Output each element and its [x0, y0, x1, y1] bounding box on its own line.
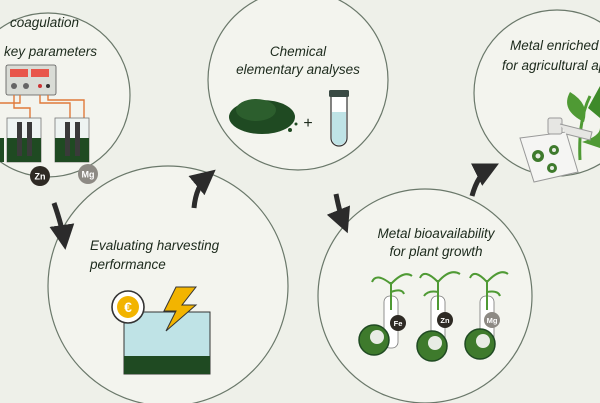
- arrow-step1-to-step2: [49, 202, 75, 250]
- tank-icon: [123, 311, 211, 375]
- zn-badge: Zn: [30, 166, 50, 186]
- step-title-line2: key parameters: [4, 44, 97, 59]
- step-title-line1: Evaluating harvesting: [90, 238, 220, 253]
- beaker-partial: [0, 138, 4, 162]
- step-title-line1: Metal enriched: [510, 38, 599, 53]
- arrow-step2-to-step3: [188, 169, 216, 209]
- arrow-step3-to-step4: [326, 193, 351, 234]
- step-circle: [47, 165, 289, 403]
- step-electrocoagulation: coagulation key parameters: [0, 12, 131, 186]
- mg-label: Mg: [82, 170, 95, 180]
- wire: [39, 95, 71, 125]
- euro-symbol: €: [124, 299, 132, 315]
- step-chemical-analyses: Chemical elementary analyses +: [207, 0, 389, 171]
- step-bioavailability: Metal bioavailability for plant growth F…: [317, 188, 533, 403]
- wire: [47, 95, 85, 125]
- step-title-line2: for plant growth: [389, 244, 482, 259]
- wire: [0, 95, 21, 104]
- spray-bottle-icon: [519, 117, 593, 183]
- flow-arrows: [49, 163, 499, 250]
- plant-tube-zn: Zn: [416, 271, 461, 362]
- step-title-line2: performance: [89, 257, 166, 272]
- step-metal-enriched: Metal enriched for agricultural ap: [473, 9, 600, 183]
- step-title-line1: Chemical: [270, 44, 327, 59]
- step-title-line1: Metal bioavailability: [377, 226, 495, 241]
- plant-leaves-icon: [567, 86, 600, 161]
- zn-label: Zn: [35, 172, 46, 182]
- algae-powder-icon: [229, 99, 298, 134]
- arrow-step4-to-step5: [469, 163, 499, 197]
- plant-tube-fe: Fe: [358, 273, 413, 356]
- mg-label-plant: Mg: [487, 316, 498, 325]
- zn-label-plant: Zn: [440, 316, 450, 325]
- euro-coin-icon: €: [111, 290, 145, 324]
- power-supply-icon: [5, 64, 57, 96]
- plus-sign: +: [303, 115, 312, 132]
- lightning-bolt-icon: [163, 286, 198, 332]
- beaker-zn: [6, 117, 42, 163]
- test-tube-icon: [329, 90, 349, 147]
- step-circle: [207, 0, 389, 171]
- plant-tube-mg: Mg: [464, 271, 509, 360]
- step-title-line2: elementary analyses: [236, 62, 360, 77]
- step-title-line2: for agricultural ap: [502, 58, 600, 73]
- wire: [13, 95, 31, 125]
- mg-badge: Mg: [78, 164, 98, 184]
- fe-label: Fe: [394, 319, 403, 328]
- beaker-mg: [54, 117, 90, 163]
- step-harvesting: Evaluating harvesting performance €: [47, 165, 289, 403]
- step-title-line1: coagulation: [10, 15, 79, 30]
